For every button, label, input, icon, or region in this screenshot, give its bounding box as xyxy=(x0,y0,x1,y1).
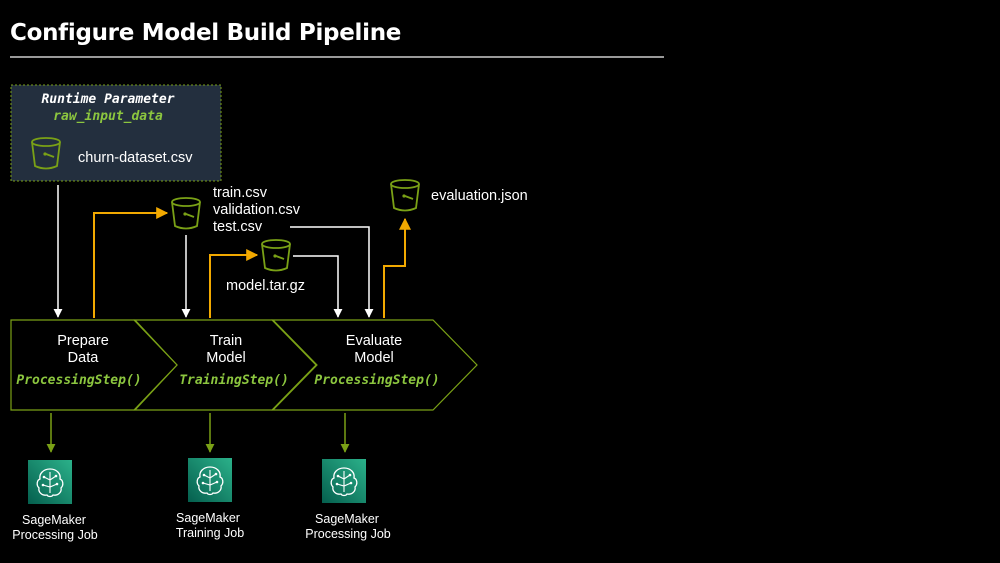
artifact-test-csv: test.csv xyxy=(213,219,263,235)
sagemaker-training-job: SageMaker Training Job xyxy=(176,458,244,540)
artifact-evaluation: evaluation.json xyxy=(431,188,528,204)
connector-arrows xyxy=(53,185,411,318)
page-title: Configure Model Build Pipeline xyxy=(10,20,402,46)
job-label-line2: Processing Job xyxy=(305,527,391,541)
artifact-model: model.tar.gz xyxy=(226,278,305,294)
job-label-line1: SageMaker xyxy=(315,512,379,526)
step-train-label-line2: Model xyxy=(206,350,246,366)
s3-bucket-icon xyxy=(261,239,291,272)
step-prepare-data[interactable]: Prepare Data ProcessingStep() xyxy=(10,319,178,411)
sagemaker-processing-job-2: SageMaker Processing Job xyxy=(305,459,391,541)
artifact-validation-csv: validation.csv xyxy=(213,202,301,218)
sagemaker-icon xyxy=(322,459,366,503)
step-evaluate-model[interactable]: Evaluate Model ProcessingStep() xyxy=(271,319,478,411)
sagemaker-processing-job-1: SageMaker Processing Job xyxy=(12,460,98,542)
arrow-train-to-model xyxy=(209,249,259,318)
arrow-model-to-evaluate xyxy=(293,255,343,318)
step-train-label-line1: Train xyxy=(210,333,243,349)
sagemaker-icon xyxy=(188,458,232,502)
dataset-label: churn-dataset.csv xyxy=(78,150,193,166)
runtime-parameter-name: raw_input_data xyxy=(53,109,163,124)
step-evaluate-label-line1: Evaluate xyxy=(346,333,402,349)
runtime-parameter-heading: Runtime Parameter xyxy=(41,92,174,107)
s3-bucket-icon xyxy=(171,197,201,230)
artifact-train-csv: train.csv xyxy=(213,185,268,201)
arrow-evaluate-to-evaluation xyxy=(383,217,411,318)
sagemaker-icon xyxy=(28,460,72,504)
s3-bucket-icon xyxy=(390,179,420,212)
runtime-parameter-box: Runtime Parameter raw_input_data churn-d… xyxy=(10,84,222,182)
s3-bucket-icon xyxy=(31,137,61,170)
job-label-line1: SageMaker xyxy=(176,511,240,525)
step-prepare-label-line2: Data xyxy=(68,350,100,366)
step-evaluate-code: ProcessingStep() xyxy=(314,373,439,388)
job-label-line2: Training Job xyxy=(176,526,244,540)
step-evaluate-label-line2: Model xyxy=(354,350,394,366)
arrow-test-to-evaluate xyxy=(290,226,374,318)
step-train-code: TrainingStep() xyxy=(179,373,289,388)
step-prepare-label-line1: Prepare xyxy=(57,333,109,349)
step-prepare-code: ProcessingStep() xyxy=(16,373,141,388)
job-label-line1: SageMaker xyxy=(22,513,86,527)
arrow-prepare-to-split xyxy=(93,207,169,318)
job-label-line2: Processing Job xyxy=(12,528,98,542)
